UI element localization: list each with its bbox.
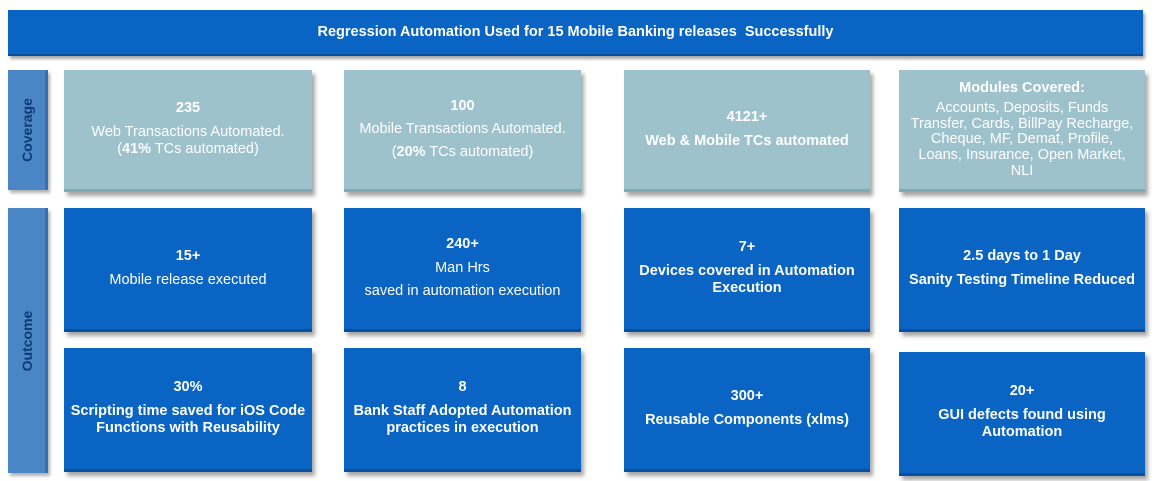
web-transactions-text: Web Transactions Automated. xyxy=(91,123,285,140)
gui-defects-card: 20+ GUI defects found using Automation xyxy=(899,352,1145,476)
staff-adopted-card: 8 Bank Staff Adopted Automation practice… xyxy=(344,348,581,472)
staff-adopted-text: Bank Staff Adopted Automation practices … xyxy=(353,402,572,437)
tcs-automated-value: 4121+ xyxy=(726,109,768,126)
staff-adopted-value: 8 xyxy=(458,379,467,396)
gui-defects-text: GUI defects found using Automation xyxy=(938,406,1106,441)
releases-executed-text: Mobile release executed xyxy=(109,271,267,288)
mobile-pct-text: TCs automated) xyxy=(425,143,534,160)
web-transactions-card: 235 Web Transactions Automated. (41% TCs… xyxy=(64,70,312,192)
devices-covered-text: Devices covered in Automation Execution xyxy=(639,262,855,297)
web-pct-open: ( xyxy=(117,141,123,158)
man-hours-line1: Man Hrs xyxy=(435,259,490,276)
devices-covered-card: 7+ Devices covered in Automation Executi… xyxy=(624,208,870,332)
mobile-transactions-card: 100 Mobile Transactions Automated. (20% … xyxy=(344,70,581,192)
mobile-transactions-pct-line: (20% TCs automated) xyxy=(392,144,534,161)
modules-covered-card: Modules Covered: Accounts, Deposits, Fun… xyxy=(899,70,1145,192)
modules-covered-list: Accounts, Deposits, Funds Transfer, Card… xyxy=(910,100,1134,179)
coverage-label: Coverage xyxy=(18,98,35,162)
man-hours-value: 240+ xyxy=(446,236,479,253)
web-pct-text: TCs automated) xyxy=(151,141,259,158)
title-banner: Regression Automation Used for 15 Mobile… xyxy=(8,10,1143,56)
coverage-row-label: Coverage xyxy=(8,70,48,190)
tcs-automated-text: Web & Mobile TCs automated xyxy=(645,132,849,149)
sanity-testing-text: Sanity Testing Timeline Reduced xyxy=(909,271,1135,288)
tcs-automated-card: 4121+ Web & Mobile TCs automated xyxy=(624,70,870,192)
gui-defects-value: 20+ xyxy=(1009,383,1035,400)
web-transactions-pct-line: (41% TCs automated) xyxy=(117,141,259,158)
man-hours-line2: saved in automation execution xyxy=(364,283,561,300)
mobile-transactions-text: Mobile Transactions Automated. xyxy=(359,121,566,138)
sanity-testing-card: 2.5 days to 1 Day Sanity Testing Timelin… xyxy=(899,208,1145,332)
web-pct-value: 41% xyxy=(122,141,152,158)
reusable-components-value: 300+ xyxy=(730,388,764,405)
scripting-time-text: Scripting time saved for iOS Code Functi… xyxy=(70,402,306,437)
releases-executed-value: 15+ xyxy=(175,248,201,265)
outcome-label: Outcome xyxy=(18,310,35,371)
scripting-time-card: 30% Scripting time saved for iOS Code Fu… xyxy=(64,348,312,472)
reusable-components-text: Reusable Components (xlms) xyxy=(645,411,849,428)
man-hours-card: 240+ Man Hrs saved in automation executi… xyxy=(344,208,581,332)
reusable-components-card: 300+ Reusable Components (xlms) xyxy=(624,348,870,472)
modules-covered-title: Modules Covered: xyxy=(959,79,1085,96)
releases-executed-card: 15+ Mobile release executed xyxy=(64,208,312,332)
mobile-pct-value: 20% xyxy=(396,143,426,160)
sanity-testing-value: 2.5 days to 1 Day xyxy=(963,248,1081,265)
mobile-pct-open: ( xyxy=(391,143,397,160)
devices-covered-value: 7+ xyxy=(738,239,756,256)
scripting-time-value: 30% xyxy=(173,379,203,396)
outcome-row-label: Outcome xyxy=(8,208,48,473)
mobile-transactions-value: 100 xyxy=(450,97,475,114)
web-transactions-value: 235 xyxy=(175,100,201,117)
